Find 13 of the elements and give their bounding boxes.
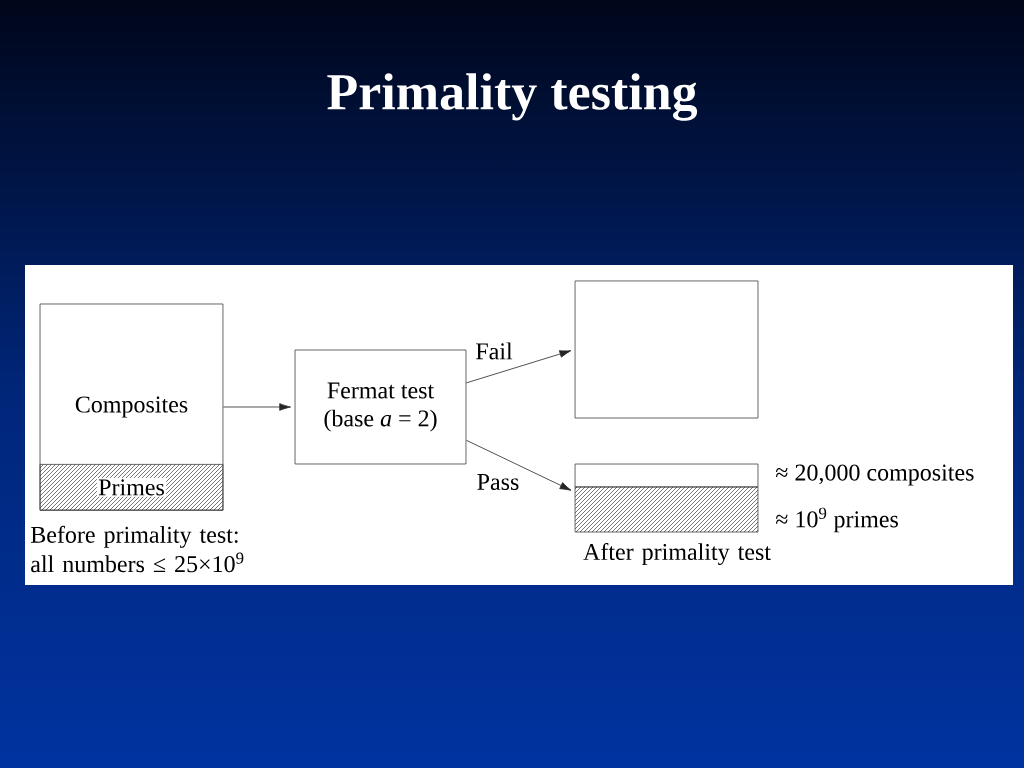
hatched-band: Primes (39, 464, 224, 511)
title: Primality testing (327, 73, 698, 121)
process-box: Fermat test (base a = 2) (294, 349, 467, 465)
hatched-band: ≈ 10$^{9}$ primes (574, 486, 898, 533)
empty-box: ≈ 20,000 composites (574, 463, 974, 488)
edge-label: Fail (474, 341, 514, 361)
caption: After primality test (583, 542, 771, 566)
node-label: ≈ 10$^{9}$ primes (775, 507, 898, 533)
node-label: ≈ 20,000 composites (775, 464, 974, 486)
empty-box (574, 280, 759, 419)
arrow (222, 403, 291, 411)
arrow (466, 350, 572, 384)
arrow (466, 439, 572, 491)
